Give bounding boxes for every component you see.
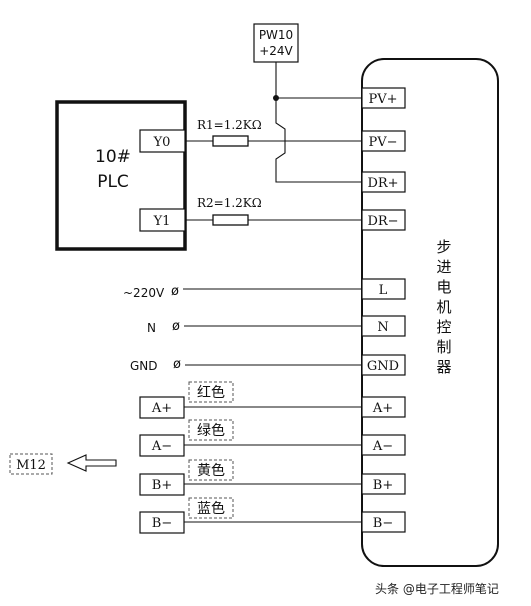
driver-terminal-gnd-label: GND [367, 359, 399, 374]
wire-color-blue-box [188, 497, 234, 519]
ground-symbol-icon: ø [173, 357, 181, 372]
motor-terminal-b-plus-label: B+ [152, 478, 172, 493]
motor-wires: A+ 红色 A− 绿色 B+ 黄色 B− 蓝色 [139, 381, 362, 534]
resistor-r1-label: R1=1.2KΩ [197, 118, 262, 132]
driver-terminal-dr-minus-label: DR− [367, 214, 398, 229]
mains-ac-label: ~220V [123, 286, 165, 300]
mains-inputs: ~220V ø N ø GND ø [123, 284, 362, 373]
stepper-driver-name: 步 进 电 机 控 制 器 [436, 238, 451, 376]
mains-ground-label: GND [130, 359, 158, 373]
wire-color-yellow: 黄色 [197, 462, 225, 479]
wire-color-green-box [188, 419, 234, 441]
driver-terminal-a-minus-label: A− [372, 439, 393, 454]
driver-terminal-dr-plus-label: DR+ [367, 176, 398, 191]
signal-wires [185, 62, 362, 221]
driver-name-char: 进 [436, 258, 451, 276]
driver-terminal-pv-plus [361, 87, 406, 109]
resistor-r1: R1=1.2KΩ [197, 118, 262, 147]
watermark: 头条 @电子工程师笔记 [375, 581, 499, 596]
driver-terminal-b-minus [361, 511, 406, 533]
plc-title-line2: PLC [97, 172, 129, 192]
motor-terminal-b-minus-label: B− [152, 516, 172, 531]
driver-terminal-a-plus [361, 396, 406, 418]
stepper-driver-box [361, 58, 499, 567]
resistor-r2: R2=1.2KΩ [197, 196, 262, 226]
driver-terminal-b-minus-label: B− [373, 516, 393, 531]
resistor-r1-body [212, 135, 249, 147]
mains-neutral-label: N [147, 321, 156, 335]
motor-terminal-a-minus-label: A− [151, 439, 172, 454]
driver-terminal-gnd [361, 354, 406, 376]
wire-color-yellow-box [188, 459, 234, 481]
driver-name-char: 步 [436, 238, 451, 256]
power-supply: PW10 +24V [253, 23, 299, 63]
power-supply-box [253, 23, 299, 63]
driver-terminal-dr-plus [361, 171, 406, 193]
plc-title-line1: 10# [95, 147, 131, 167]
junction-dot [273, 95, 279, 101]
driver-terminal-pv-minus-label: PV− [368, 135, 397, 150]
driver-terminal-b-plus-label: B+ [373, 478, 393, 493]
neutral-symbol-icon: ø [172, 319, 180, 334]
driver-terminal-n-label: N [377, 320, 388, 335]
motor: M12 [9, 453, 117, 475]
wire-color-red-box [188, 381, 234, 403]
driver-name-char: 制 [436, 338, 451, 356]
driver-terminal-dr-minus [361, 209, 406, 231]
arrow-left-icon [66, 454, 117, 472]
driver-terminal-l [361, 278, 406, 300]
driver-name-char: 控 [436, 318, 451, 336]
driver-terminal-l-label: L [379, 283, 388, 298]
power-supply-voltage: +24V [259, 44, 293, 58]
wire-color-red: 红色 [197, 384, 225, 401]
motor-name: M12 [16, 458, 46, 473]
driver-terminal-pv-minus [361, 130, 406, 152]
motor-terminal-a-plus-label: A+ [151, 401, 172, 416]
stepper-driver: PV+ PV− DR+ DR− L N GND A+ A− B+ B− 步 进 … [361, 58, 499, 567]
wire-color-green: 绿色 [197, 422, 225, 439]
driver-terminal-a-plus-label: A+ [372, 401, 393, 416]
plc-terminal-y0-label: Y0 [153, 135, 171, 150]
wire-color-blue: 蓝色 [197, 500, 225, 517]
driver-name-char: 机 [436, 298, 451, 316]
power-supply-name: PW10 [259, 28, 293, 42]
driver-name-char: 器 [436, 358, 451, 376]
resistor-r2-label: R2=1.2KΩ [197, 196, 262, 210]
driver-terminal-b-plus [361, 473, 406, 495]
wire-dr-plus [275, 98, 362, 183]
driver-terminal-pv-plus-label: PV+ [368, 92, 397, 107]
resistor-r2-body [212, 214, 249, 226]
driver-terminal-n [361, 315, 406, 337]
driver-terminal-a-minus [361, 434, 406, 456]
driver-name-char: 电 [436, 278, 451, 296]
ac-symbol-icon: ø [171, 284, 179, 299]
motor-name-box [9, 453, 53, 475]
plc-terminal-y1-label: Y1 [153, 214, 171, 229]
plc: 10# PLC Y0 Y1 [55, 100, 187, 251]
